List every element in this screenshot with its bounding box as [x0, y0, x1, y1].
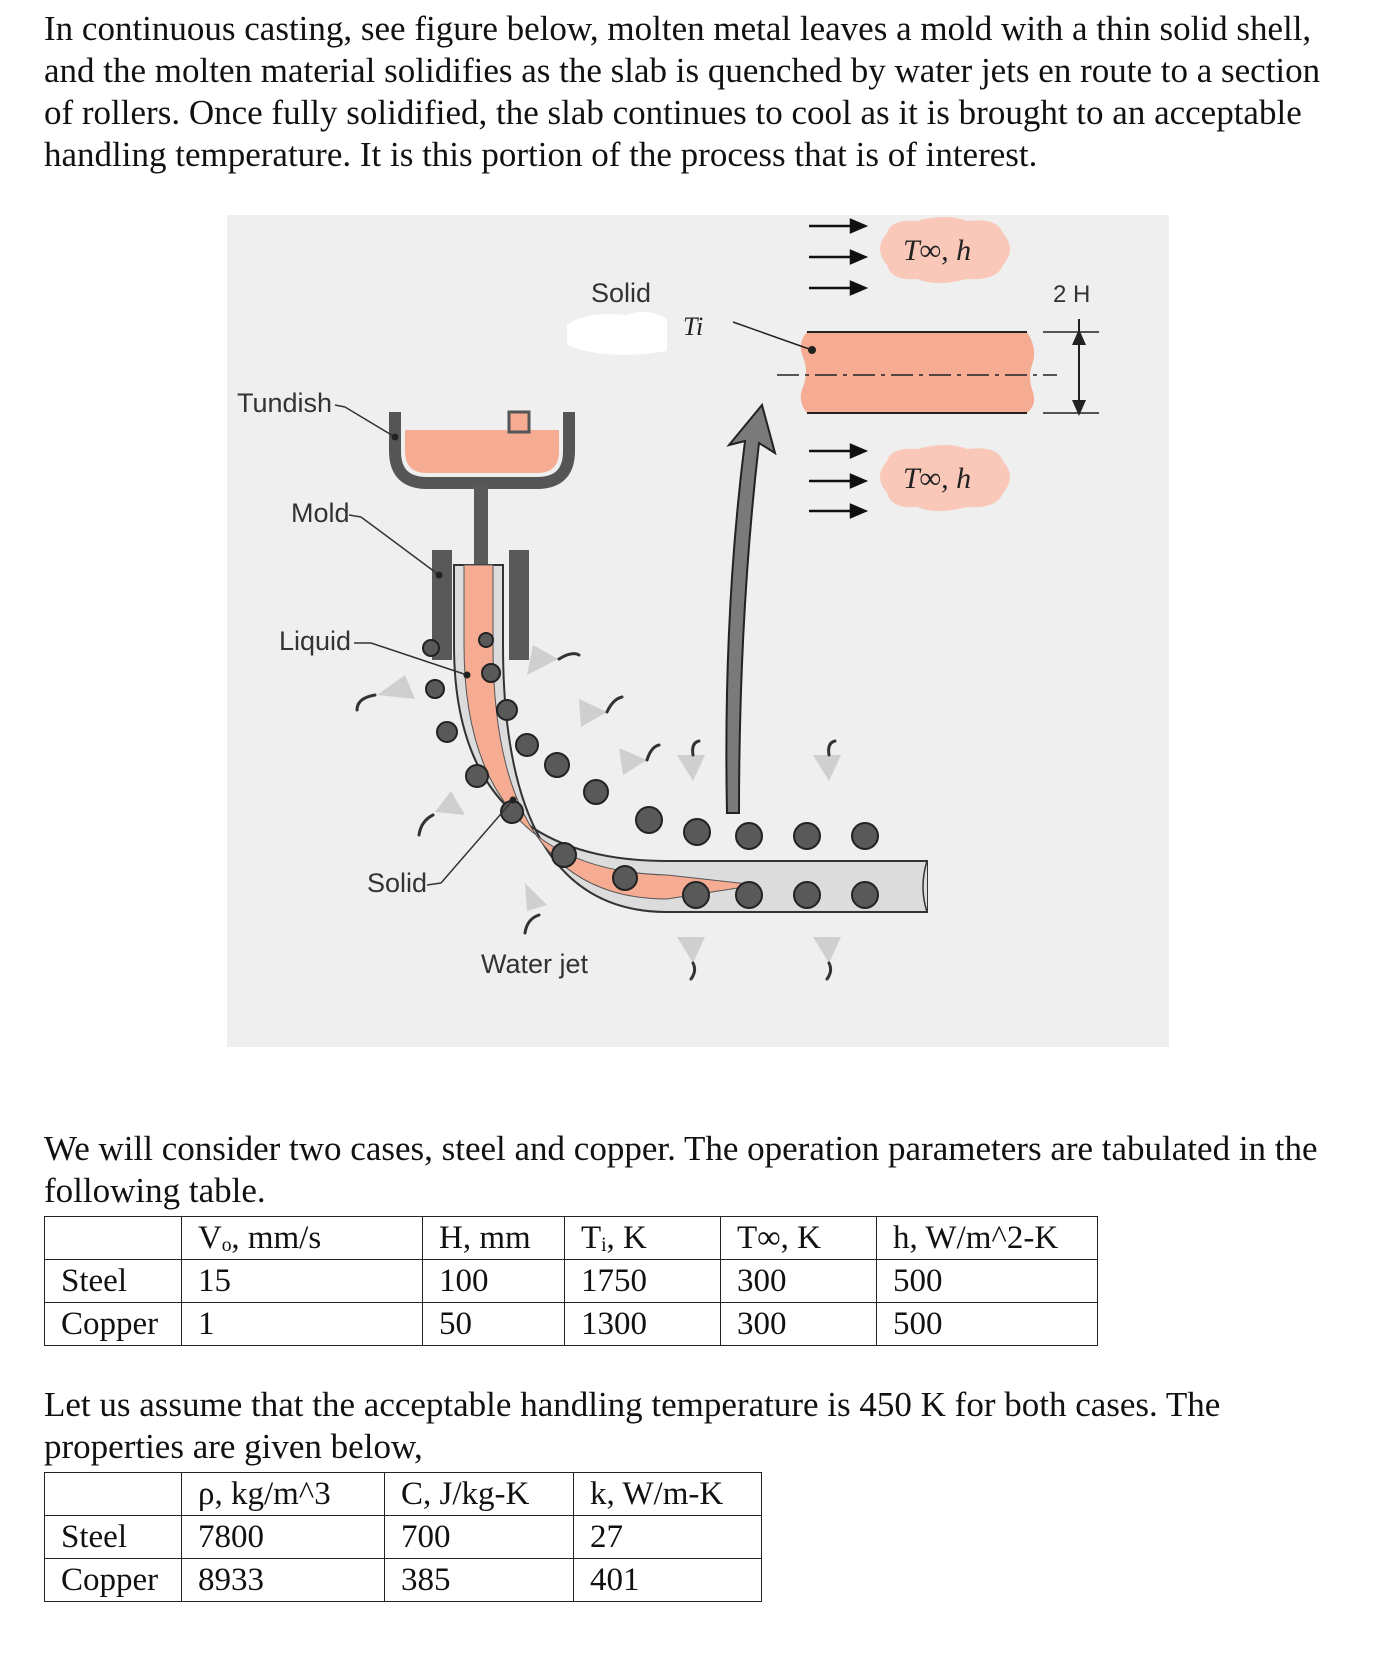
table-cell: 100: [422, 1259, 565, 1303]
strand-liquid-core: [463, 564, 758, 900]
cloud-top: [880, 217, 1010, 283]
label-solid-top: Solid: [591, 278, 651, 308]
table-row: Steel 7800 700 27: [44, 1515, 762, 1559]
label-mold: Mold: [291, 498, 350, 528]
table-header-cell: [44, 1216, 182, 1260]
table-header-cell: k, W/m-K: [573, 1472, 762, 1516]
table-cell: Copper: [44, 1558, 182, 1602]
table-header-cell: h, W/m^2-K: [876, 1216, 1098, 1260]
table-cell: 300: [720, 1259, 877, 1303]
water-jets: [377, 645, 841, 963]
table-header-row: Vₒ, mm/s H, mm Tᵢ, K T∞, K h, W/m^2-K: [44, 1216, 1098, 1260]
leader-lines: [334, 404, 514, 886]
table-cell: 1: [181, 1302, 423, 1346]
table-header-cell: [44, 1472, 182, 1516]
table-cell: 15: [181, 1259, 423, 1303]
table-cell: 1750: [564, 1259, 721, 1303]
rollers: [422, 632, 879, 909]
table-row: Steel 15 100 1750 300 500: [44, 1259, 1098, 1303]
assume-paragraph: Let us assume that the acceptable handli…: [44, 1385, 1221, 1466]
table-row: Copper 8933 385 401: [44, 1558, 762, 1602]
slab-section: [732, 321, 1057, 414]
mold-right: [509, 550, 529, 660]
label-tinf-h-bottom: T∞, h: [903, 462, 971, 495]
table-cell: 500: [876, 1302, 1098, 1346]
table-header-row: ρ, kg/m^3 C, J/kg-K k, W/m-K: [44, 1472, 762, 1516]
water-jet-nozzles: [355, 652, 837, 981]
table-header-cell: C, J/kg-K: [384, 1472, 574, 1516]
table-header-cell: H, mm: [422, 1216, 565, 1260]
table-cell: 1300: [564, 1302, 721, 1346]
continuous-casting-figure: Tundish Mold Liquid Solid Solid Water je…: [227, 215, 1169, 1047]
cases-paragraph: We will consider two cases, steel and co…: [44, 1129, 1318, 1210]
table-cell: 385: [384, 1558, 574, 1602]
table-header-cell: ρ, kg/m^3: [181, 1472, 385, 1516]
table-row: Copper 1 50 1300 300 500: [44, 1302, 1098, 1346]
table-cell: Copper: [44, 1302, 182, 1346]
table-cell: 50: [422, 1302, 565, 1346]
label-tinf-h-top: T∞, h: [903, 234, 971, 267]
airflow-arrows-top: [809, 218, 869, 296]
table-cell: 500: [876, 1259, 1098, 1303]
table-header-cell: Tᵢ, K: [564, 1216, 721, 1260]
table-cell: 8933: [181, 1558, 385, 1602]
operation-table: Vₒ, mm/s H, mm Tᵢ, K T∞, K h, W/m^2-K St…: [44, 1216, 1098, 1346]
label-tundish: Tundish: [237, 388, 332, 418]
properties-table: ρ, kg/m^3 C, J/kg-K k, W/m-K Steel 7800 …: [44, 1472, 762, 1602]
table-cell: 700: [384, 1515, 574, 1559]
table-header-cell: T∞, K: [720, 1216, 877, 1260]
transport-arrow: [725, 402, 777, 814]
table-cell: 300: [720, 1302, 877, 1346]
label-water-jet: Water jet: [481, 949, 589, 979]
label-2h: 2 H: [1053, 281, 1090, 308]
label-ti: Ti: [683, 312, 703, 341]
label-liquid: Liquid: [279, 626, 351, 656]
airflow-arrows-bottom: [809, 443, 869, 519]
intro-paragraph: In continuous casting, see figure below,…: [44, 9, 1321, 174]
cloud-bottom: [880, 445, 1010, 511]
table-cell: Steel: [44, 1515, 182, 1559]
table-cell: Steel: [44, 1259, 182, 1303]
table-header-cell: Vₒ, mm/s: [181, 1216, 423, 1260]
label-mask: [567, 311, 667, 355]
table-cell: 27: [573, 1515, 762, 1559]
table-cell: 401: [573, 1558, 762, 1602]
thickness-dimension: [1043, 319, 1099, 416]
table-cell: 7800: [181, 1515, 385, 1559]
label-solid-bottom: Solid: [367, 868, 427, 898]
